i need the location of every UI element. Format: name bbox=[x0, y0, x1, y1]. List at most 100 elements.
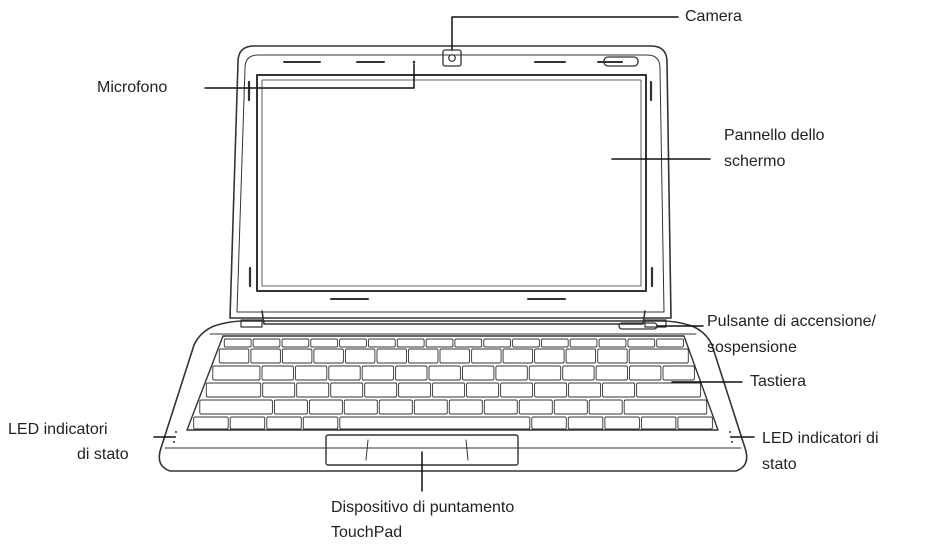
keyboard-key bbox=[273, 399, 308, 415]
keyboard-key bbox=[466, 382, 500, 398]
led-left-label-line1: LED indicatori bbox=[8, 421, 108, 438]
keyboard-key bbox=[344, 348, 376, 364]
keyboard-key bbox=[471, 348, 502, 364]
keyboard-well bbox=[186, 335, 719, 431]
keyboard-key bbox=[512, 338, 540, 348]
keyboard-key bbox=[528, 365, 562, 381]
keyboard-key bbox=[567, 416, 604, 430]
keyboard-key bbox=[330, 382, 364, 398]
keyboard-key bbox=[428, 365, 461, 381]
keyboard-key bbox=[294, 365, 328, 381]
camera-housing bbox=[442, 49, 462, 67]
keyboard-key bbox=[364, 382, 398, 398]
keyboard-key bbox=[640, 416, 677, 430]
camera-lens bbox=[448, 54, 456, 62]
keyboard-key bbox=[193, 416, 229, 430]
keyboard-key bbox=[250, 348, 281, 364]
keyboard-key bbox=[205, 382, 262, 398]
hinge bbox=[261, 310, 646, 325]
keyboard-key bbox=[595, 365, 628, 381]
keyboard-key bbox=[261, 365, 294, 381]
keyboard-label: Tastiera bbox=[750, 373, 807, 390]
keyboard-key bbox=[518, 399, 553, 415]
keyboard-key bbox=[662, 365, 695, 381]
power-label-line2: sospensione bbox=[707, 339, 797, 356]
led-right-label-line1: LED indicatori di bbox=[762, 430, 879, 447]
keyboard-key bbox=[502, 348, 534, 364]
keyboard-key bbox=[534, 348, 565, 364]
keyboard-key bbox=[395, 365, 428, 381]
keyboard-key bbox=[266, 416, 302, 430]
keyboard-key bbox=[569, 338, 598, 348]
keyboard-key bbox=[500, 382, 534, 398]
keyboard-key bbox=[588, 399, 623, 415]
keyboard-key bbox=[378, 399, 413, 415]
keyboard-key bbox=[425, 338, 454, 348]
screen-label-line2: schermo bbox=[724, 153, 786, 170]
keyboard-key bbox=[597, 348, 628, 364]
keyboard-key bbox=[308, 399, 343, 415]
keyboard-key bbox=[413, 399, 448, 415]
keyboard-key bbox=[462, 365, 495, 381]
keyboard-key bbox=[302, 416, 339, 430]
screen-label-line1: Pannello dello bbox=[724, 127, 825, 144]
keyboard-key bbox=[339, 338, 367, 348]
screen-panel bbox=[256, 74, 647, 292]
keyboard-key bbox=[252, 338, 281, 348]
camera-label: Camera bbox=[685, 8, 742, 25]
microphone-label: Microfono bbox=[97, 79, 168, 96]
keyboard-key bbox=[313, 348, 344, 364]
keyboard-key bbox=[562, 365, 595, 381]
keyboard-key bbox=[656, 338, 684, 348]
keyboard-key bbox=[361, 365, 395, 381]
keyboard-key bbox=[296, 382, 330, 398]
touchpad-label-line1: Dispositivo di puntamento bbox=[331, 499, 515, 516]
keyboard-key bbox=[229, 416, 266, 430]
power-label-line1: Pulsante di accensione/ bbox=[707, 313, 876, 330]
lid-outline bbox=[229, 45, 672, 319]
keyboard-key bbox=[262, 382, 296, 398]
base-outline bbox=[158, 320, 748, 472]
callout-lines bbox=[153, 16, 755, 492]
led-right-label-line2: stato bbox=[762, 456, 797, 473]
keyboard-key bbox=[565, 348, 597, 364]
keyboard-key bbox=[432, 382, 466, 398]
keyboard-key bbox=[628, 348, 689, 364]
keyboard-key bbox=[495, 365, 528, 381]
keyboard-key bbox=[677, 416, 713, 430]
keyboard-key bbox=[623, 399, 708, 415]
keyboard-key bbox=[339, 416, 531, 430]
keyboard-key bbox=[281, 348, 313, 364]
keyboard-keys bbox=[193, 338, 713, 430]
keyboard-key bbox=[483, 338, 512, 348]
keyboard-key bbox=[343, 399, 378, 415]
keyboard-key bbox=[408, 348, 439, 364]
keyboard-key bbox=[483, 399, 518, 415]
keyboard-key bbox=[212, 365, 261, 381]
keyboard-key bbox=[604, 416, 640, 430]
keyboard-key bbox=[281, 338, 310, 348]
keyboard-key bbox=[553, 399, 588, 415]
keyboard-key bbox=[439, 348, 470, 364]
keyboard-key bbox=[310, 338, 339, 348]
keyboard-key bbox=[627, 338, 656, 348]
keyboard-key bbox=[396, 338, 425, 348]
led-left-label-line2: di stato bbox=[77, 446, 129, 463]
keyboard-key bbox=[568, 382, 602, 398]
keyboard-key bbox=[598, 338, 627, 348]
keyboard-key bbox=[629, 365, 662, 381]
keyboard-key bbox=[328, 365, 361, 381]
keyboard-key bbox=[636, 382, 702, 398]
keyboard-key bbox=[376, 348, 407, 364]
keyboard-key bbox=[398, 382, 432, 398]
lid-inner-bezel bbox=[236, 54, 665, 313]
keyboard-key bbox=[602, 382, 636, 398]
keyboard-key bbox=[540, 338, 569, 348]
keyboard-key bbox=[199, 399, 273, 415]
keyboard-key bbox=[218, 348, 250, 364]
keyboard-key bbox=[534, 382, 568, 398]
keyboard-key bbox=[454, 338, 483, 348]
keyboard-key bbox=[448, 399, 483, 415]
microphone-callout-line bbox=[204, 63, 415, 89]
